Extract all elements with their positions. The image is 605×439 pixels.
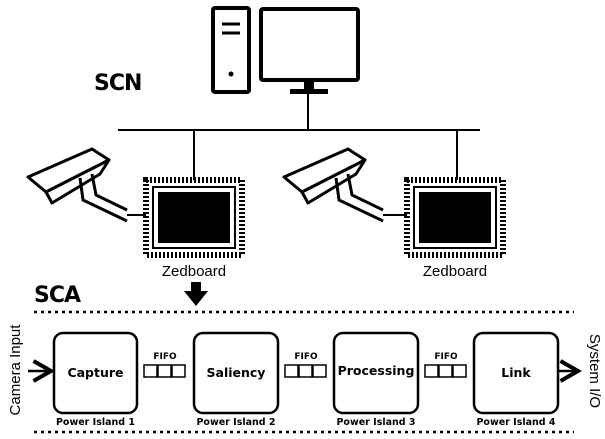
zedboard-1-chip-icon (143, 177, 245, 258)
saliency-block (192, 331, 280, 415)
power-island-2-label: Power Island 2 (196, 417, 275, 428)
saliency-block-label: Saliency (207, 365, 266, 380)
camera-2-icon (282, 147, 384, 223)
zedboard-2-label: Zedboard (423, 263, 487, 280)
zedboard-2-chip-icon (404, 177, 506, 258)
capture-block-label: Capture (67, 365, 123, 380)
link-block-label: Link (501, 365, 531, 380)
fifo-1-queue (143, 364, 186, 378)
zedboard-1-label: Zedboard (162, 263, 226, 280)
fifo-3-queue (424, 364, 467, 378)
power-island-3-label: Power Island 3 (336, 417, 415, 428)
network-bus (118, 94, 480, 180)
scn-label: SCN (94, 71, 141, 96)
link-block (472, 331, 560, 415)
fifo-2-label: FIFO (294, 352, 318, 362)
sca-label: SCA (34, 283, 81, 308)
power-island-1-label: Power Island 1 (56, 417, 135, 428)
camera-1-icon (26, 147, 128, 223)
power-island-4-label: Power Island 4 (476, 417, 555, 428)
fifo-1-label: FIFO (153, 352, 177, 362)
processing-block (332, 331, 420, 415)
fifo-3-label: FIFO (434, 352, 458, 362)
capture-block (52, 331, 139, 415)
down-arrow-icon (184, 282, 208, 306)
fifo-2-queue (284, 364, 327, 378)
processing-block-label: Processing (338, 363, 415, 378)
system-io-label: System I/O (586, 334, 603, 408)
camera-input-label: Camera Input (7, 324, 24, 416)
workstation-computer-icon (211, 6, 360, 94)
